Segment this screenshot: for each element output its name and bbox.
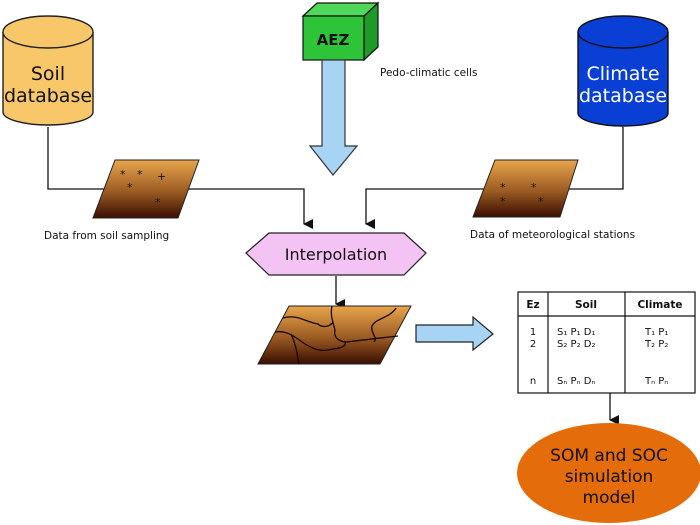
table-cell-climate: T₁ P₁: [644, 327, 668, 338]
aez-down-arrow: [308, 59, 359, 176]
model-label-1: SOM and SOC: [550, 446, 668, 466]
table-cell-climate: T₂ P₂: [644, 339, 668, 350]
climate-database-label-2: database: [579, 85, 667, 107]
zone-attribute-table: Ez Soil Climate 1 S₁ P₁ D₁ T₁ P₁ 2 S₂ P₂…: [517, 291, 696, 394]
soil-database-label-1: Soil: [31, 63, 65, 85]
climate-database-cylinder: Climate database: [577, 15, 669, 127]
soil-database-label-2: database: [4, 85, 92, 107]
table-header-soil: Soil: [575, 299, 597, 311]
station-point-icon: *: [538, 195, 544, 208]
table-cell-soil: S₂ P₂ D₂: [557, 339, 595, 350]
soil-sampling-map: * * + * *: [92, 159, 200, 219]
station-point-icon: *: [500, 181, 506, 194]
sample-point-icon: *: [120, 168, 126, 181]
station-point-icon: *: [531, 181, 537, 194]
table-cell-ez: n: [530, 376, 536, 387]
sample-point-icon: *: [137, 168, 143, 181]
meteo-stations-map: * * * *: [472, 159, 579, 218]
interpolation-label: Interpolation: [285, 245, 387, 264]
model-label-3: model: [583, 488, 636, 508]
soil-database-cylinder: Soil database: [2, 15, 94, 126]
sample-point-icon: *: [155, 196, 161, 209]
table-cell-climate: Tₙ Pₙ: [644, 376, 668, 387]
climate-database-label-1: Climate: [586, 63, 659, 85]
table-cell-ez: 2: [530, 339, 536, 350]
interpolation-hexagon: Interpolation: [245, 232, 427, 276]
pedo-climatic-caption: Pedo-climatic cells: [380, 67, 477, 79]
table-header-climate: Climate: [637, 299, 682, 311]
aez-label: AEZ: [317, 31, 350, 49]
map-to-table-arrow: [415, 315, 494, 352]
simulation-model-ellipse: SOM and SOC simulation model: [517, 423, 700, 523]
sample-point-icon: +: [157, 170, 166, 183]
table-cell-ez: 1: [530, 327, 536, 338]
table-cell-soil: Sₙ Pₙ Dₙ: [557, 376, 595, 387]
sample-point-icon: *: [127, 181, 133, 194]
aez-cube: AEZ: [301, 1, 380, 62]
interpolated-map: [257, 305, 412, 365]
table-header-ez: Ez: [526, 299, 539, 311]
station-point-icon: *: [500, 195, 506, 208]
model-label-2: simulation: [565, 467, 654, 487]
table-cell-soil: S₁ P₁ D₁: [557, 327, 595, 338]
meteo-stations-caption: Data of meteorological stations: [470, 229, 635, 241]
soil-sampling-caption: Data from soil sampling: [44, 230, 169, 242]
